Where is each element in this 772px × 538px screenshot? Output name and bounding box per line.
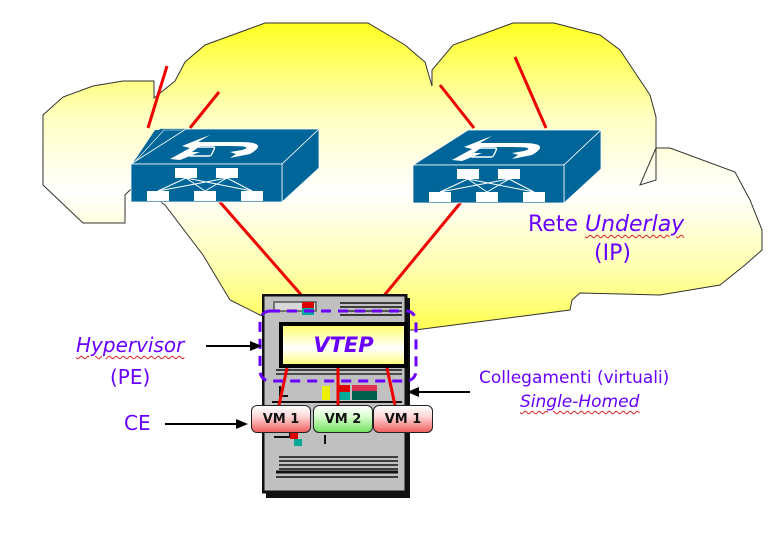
vm-1-left: VM 1: [251, 405, 311, 433]
underlay-cloud: [42, 22, 763, 331]
vm-1-right-label: VM 1: [384, 411, 422, 427]
hypervisor-label-italic: Hypervisor: [76, 333, 185, 357]
underlay-label-sub: (IP): [594, 241, 631, 266]
uplink-1: [146, 65, 169, 129]
underlay-network-label: Rete Underlay: [528, 212, 684, 237]
vm-1-right: VM 1: [373, 405, 433, 433]
underlay-label-prefix: Rete: [528, 212, 578, 237]
vm-1-left-label: VM 1: [262, 411, 300, 427]
links-note-line2: Single-Homed: [520, 392, 640, 413]
uplink-3: [438, 84, 476, 129]
hypervisor-arrow: [206, 341, 262, 351]
vtep-vm1-link: [276, 367, 289, 411]
uplink-4: [513, 56, 548, 129]
links-note-line1: Collegamenti (virtuali): [479, 368, 670, 388]
vtep-box: VTEP: [279, 322, 408, 368]
vtep-vm3-link: [385, 367, 398, 411]
switch-right-to-server-link: [380, 200, 464, 299]
vtep-label: VTEP: [313, 333, 374, 357]
switch-right-icon: [412, 129, 602, 204]
ce-arrow: [165, 419, 248, 429]
links-note-line2-text: Single-Homed: [520, 392, 640, 412]
underlay-label-italic: Underlay: [585, 212, 685, 237]
uplink-2: [188, 91, 221, 129]
links-arrow: [407, 387, 470, 397]
switch-left-icon: [130, 128, 320, 203]
switch-left-to-server-link: [217, 200, 306, 299]
hypervisor-label: Hypervisor: [76, 334, 184, 357]
vm-2-label: VM 2: [324, 411, 362, 427]
vm-2: VM 2: [313, 405, 373, 433]
hypervisor-label-sub: (PE): [110, 365, 151, 389]
ce-label: CE: [124, 411, 151, 435]
